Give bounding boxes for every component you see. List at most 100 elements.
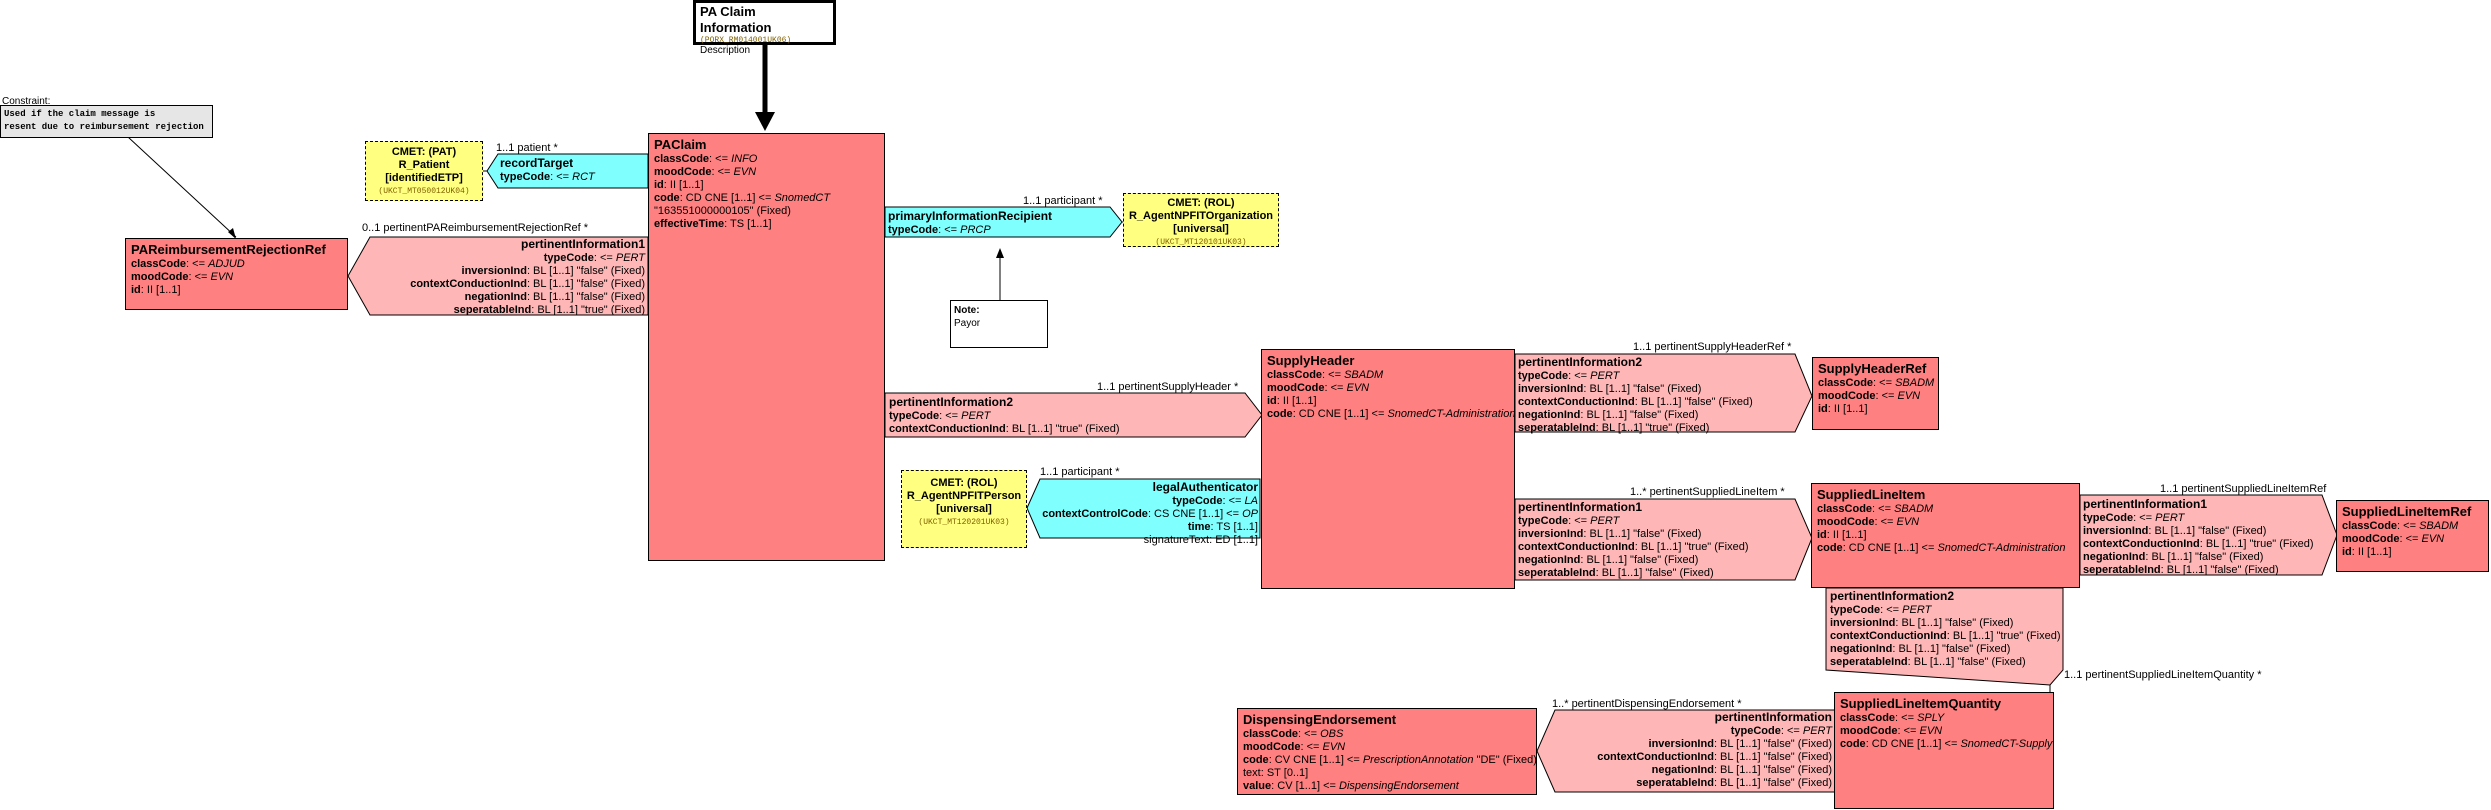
attribute-row: seperatableInd: BL [1..1] "false" (Fixed… [1830,656,2061,669]
record-target: recordTarget typeCode: <= RCT [500,156,595,184]
legalAuth-a2n: contextControlCode [1042,508,1148,520]
de-a5v: : CV [1..1] <= [1271,780,1340,792]
sli-title: SuppliedLineItem [1817,487,1926,502]
attribute-row: classCode: <= SBADM [1267,369,1509,382]
legal-auth-mult: 1..1 participant * [1040,466,1120,478]
pi1-rej-a1v: : <= [593,252,616,264]
cmet-patient-code: (UKCT_MT050012UK04) [378,187,470,196]
paclaim-a1n: classCode [654,153,710,165]
shRef-a3v: : II [1..1] [1827,403,1868,415]
sli-a2v: : <= [1874,516,1897,528]
attribute-row: seperatableInd: BL [1..1] "true" (Fixed) [380,304,645,317]
pi-dispensing: pertinentInformation typeCode: <= PERT i… [1560,710,1832,790]
paclaim-a2i: EVN [733,166,757,178]
pi1-sli-a1v: : <= [1568,515,1591,527]
paclaim-title: PAClaim [654,137,707,152]
pi2-sh-a1v: : <= [939,410,962,422]
pi2-sh-a1n: typeCode [889,410,940,422]
pi1-sli-mult: 1..* pertinentSuppliedLineItem * [1630,486,1785,498]
sliq-a2v: : <= [1897,725,1920,737]
supplyheader-title: SupplyHeader [1267,353,1355,368]
constraint-line1: Used if the claim message is [4,109,156,119]
pi1-sli-a1n: typeCode [1518,515,1569,527]
pi2-qty-a1n: typeCode [1830,604,1881,616]
pi2-supplyheader-shape [884,392,1263,438]
attribute-row: typeCode: <= PRCP [888,224,1052,237]
paclaim-a1v: : <= [709,153,732,165]
pi2-supplyheaderref-title: pertinentInformation2 [1518,355,1643,369]
primaryRecipient-a1i: PRCP [960,224,991,236]
pi2-qty-a3n: contextConductionInd [1830,630,1947,642]
sli-a4n: code [1817,542,1843,554]
record-target-shape [486,153,649,189]
sliRef-a1i: SBADM [2419,520,2459,532]
paclaim-a6n: effectiveTime [654,218,725,230]
pi1-rej-a2n: inversionInd [461,265,527,277]
supplyheaderref-class: SupplyHeaderRef classCode: <= SBADM mood… [1812,357,1939,430]
primary-recipient-shape [884,206,1123,238]
sli-a1n: classCode [1817,503,1873,515]
pi2-qty-a1v: : <= [1880,604,1903,616]
de-a3t: "DE" (Fixed) [1473,754,1537,766]
record-target-title: recordTarget [500,156,574,170]
attribute-row: time: TS [1..1] [1040,521,1258,534]
pi1-rejection: pertinentInformation1 typeCode: <= PERT … [380,237,645,317]
sliq-class: SuppliedLineItemQuantity classCode: <= S… [1834,692,2054,809]
cmet-org-flavor: [universal] [1173,223,1229,235]
attribute-row: moodCode: <= EVN [131,271,342,284]
pi2-qty-a1i: PERT [1902,604,1932,616]
dispensing-endorsement-class: DispensingEndorsement classCode: <= OBS … [1237,708,1537,795]
pi1-rej-a1i: PERT [615,252,645,264]
attribute-row: moodCode: <= EVN [2342,533,2483,546]
paclaim-a4i: SnomedCT [774,192,831,204]
pi2-quantity-title: pertinentInformation2 [1830,589,1955,603]
de-a5i: DispensingEndorsement [1339,780,1459,792]
cmet-person-code: (UKCT_MT120201UK03) [918,518,1010,527]
pi2-shr-a1i: PERT [1590,370,1620,382]
pi1-rej-a3n: contextConductionInd [410,278,527,290]
dispensing-endorsement-title: DispensingEndorsement [1243,712,1397,727]
attribute-row: negationInd: BL [1..1] "false" (Fixed) [2083,551,2314,564]
paclaim-a3n: id [654,179,664,191]
pi1-rejection-mult: 0..1 pertinentPAReimbursementRejectionRe… [362,222,589,234]
pi-de-a2v: : BL [1..1] "false" (Fixed) [1713,738,1832,750]
constraint-line2: resent due to reimbursement rejection [4,122,204,132]
legal-authenticator: legalAuthenticator typeCode: <= LA conte… [1040,480,1258,547]
paclaim-class: PAClaim classCode: <= INFO moodCode: <= … [648,133,885,561]
primaryRecipient-a1v: : <= [938,224,961,236]
de-a3i: PrescriptionAnnotation [1362,754,1474,766]
pi2-qty-a2n: inversionInd [1830,617,1896,629]
sli-a2i: EVN [1896,516,1920,528]
header-title: PA Claim Information [700,4,772,35]
recordTarget-a1n: typeCode [500,171,551,183]
pi-de-a2n: inversionInd [1648,738,1714,750]
attribute-row: id: II [1..1] [131,284,342,297]
pi2-qty-a2v: : BL [1..1] "false" (Fixed) [1895,617,2014,629]
cmet-patient-name: R_Patient [398,159,450,171]
pi1-sli-a2v: : BL [1..1] "false" (Fixed) [1583,528,1702,540]
paclaim-a4v: : CD CNE [1..1] <= [679,192,775,204]
pi2-shr-a1n: typeCode [1518,370,1569,382]
sliq-a1i: SPLY [1917,712,1945,724]
pi-de-a5n: seperatableInd [1636,777,1714,789]
paclaim-a2n: moodCode [654,166,712,178]
pi1-sliref: pertinentInformation1 typeCode: <= PERT … [2083,497,2314,577]
attribute-row: seperatableInd: BL [1..1] "false" (Fixed… [1560,777,1832,790]
attribute-row: code: CD CNE [1..1] <= SnomedCT [654,192,879,205]
pi-de-a1i: PERT [1802,725,1832,737]
rejRef-a3n: id [131,284,141,296]
supplyHeader-a4i: SnomedCT-Administration [1387,408,1516,420]
de-a4n: text [1243,767,1261,779]
header-box: PA Claim Information (PORX_RM014001UK06)… [693,0,836,56]
attribute-row: negationInd: BL [1..1] "false" (Fixed) [380,291,645,304]
supplyHeader-a2v: : <= [1324,382,1347,394]
attribute-row: typeCode: <= PERT [1560,725,1832,738]
attribute-row: classCode: <= SPLY [1840,712,2048,725]
attribute-row: typeCode: <= LA [1040,495,1258,508]
rejRef-a1n: classCode [131,258,187,270]
shRef-a2i: EVN [1897,390,1921,402]
legalAuth-a1v: : <= [1222,495,1245,507]
record-target-mult: 1..1 patient * [496,142,558,154]
attribute-row: code: CV CNE [1..1] <= PrescriptionAnnot… [1243,754,1537,767]
sli-a4i: SnomedCT-Administration [1937,542,2066,554]
